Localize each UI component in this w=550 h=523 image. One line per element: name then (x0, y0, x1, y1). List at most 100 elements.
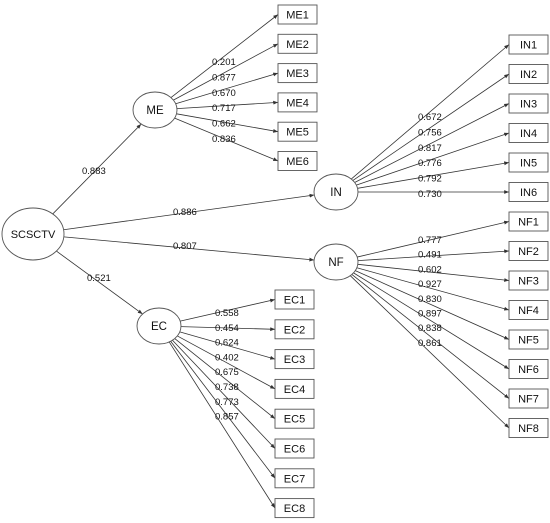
indicator-box-nf1: NF1 (508, 211, 549, 232)
indicator-rect (274, 498, 315, 519)
path-arrow-me (52, 123, 142, 215)
loading-value: 0.927 (418, 279, 442, 290)
indicator-box-nf6: NF6 (508, 359, 549, 379)
path-arrow-in (63, 193, 315, 231)
loading-value: 0.897 (418, 309, 442, 320)
loading-value: 0.776 (418, 158, 442, 169)
latent-ellipse (313, 173, 359, 211)
loading-arrow (353, 272, 510, 370)
latent-label: ME (146, 105, 164, 117)
loading-arrow (357, 161, 510, 189)
indicator-rect (277, 33, 318, 54)
indicator-label: NF2 (518, 246, 539, 258)
indicator-rect (508, 329, 549, 350)
indicator-box-nf4: NF4 (508, 300, 549, 320)
indicator-rect (274, 349, 315, 370)
latent-ellipse (132, 91, 178, 129)
indicator-box-ec1: EC1 (274, 289, 315, 310)
indicator-rect (508, 93, 549, 114)
path-coefficient-nf: 0.807 (173, 241, 197, 252)
indicator-rect (508, 152, 549, 173)
path-coefficient-me: 0.883 (82, 166, 106, 177)
indicator-label: NF7 (518, 394, 539, 406)
indicator-box-in2: IN2 (508, 64, 549, 84)
loading-value: 0.558 (215, 308, 239, 319)
indicator-label: EC2 (284, 324, 305, 336)
indicator-box-in1: IN1 (508, 34, 549, 55)
loading-arrow (179, 331, 276, 360)
indicator-label: IN1 (520, 40, 537, 52)
indicator-rect (277, 92, 318, 113)
loading-value: 0.491 (418, 250, 442, 261)
indicator-rect (274, 378, 315, 399)
loading-value: 0.675 (215, 367, 239, 378)
indicator-box-ec7: EC7 (274, 468, 315, 489)
indicator-box-ec8: EC8 (274, 498, 315, 519)
indicator-rect (508, 241, 549, 261)
indicator-label: NF3 (518, 276, 539, 288)
indicator-box-nf7: NF7 (508, 388, 549, 409)
loading-arrow (350, 44, 510, 180)
path-coefficient-ec: 0.521 (87, 273, 111, 284)
indicator-label: EC8 (284, 503, 305, 515)
indicator-label: IN3 (520, 99, 537, 111)
indicator-label: EC3 (284, 354, 305, 366)
indicator-label: ME5 (286, 127, 309, 139)
indicator-label: ME3 (286, 68, 309, 80)
latent-node-me: ME (132, 91, 178, 129)
loading-arrow (354, 103, 510, 183)
loading-value: 0.756 (418, 127, 442, 138)
indicator-rect (508, 359, 549, 379)
loading-value: 0.670 (212, 88, 236, 99)
indicator-box-me1: ME1 (277, 4, 318, 25)
loading-arrow (180, 326, 276, 332)
indicator-box-ec3: EC3 (274, 349, 315, 370)
root-node-scsctv: SCSCTV (1, 207, 65, 261)
root-ellipse (1, 207, 65, 261)
indicator-rect (274, 319, 315, 340)
loading-value: 0.730 (418, 189, 442, 200)
loading-value: 0.830 (418, 294, 442, 305)
loading-arrow (352, 73, 510, 181)
indicator-label: ME6 (286, 156, 309, 168)
loading-value: 0.836 (212, 134, 236, 145)
indicator-rect (274, 289, 315, 310)
indicator-box-me3: ME3 (277, 63, 318, 84)
indicator-box-me4: ME4 (277, 92, 318, 113)
loading-value: 0.777 (418, 235, 442, 246)
loading-arrow (174, 338, 276, 420)
loading-arrow (349, 275, 510, 429)
indicator-label: NF5 (518, 335, 539, 347)
loading-value: 0.624 (215, 338, 239, 349)
loading-arrow (175, 72, 279, 105)
loading-value: 0.717 (212, 103, 236, 114)
indicator-rect (508, 34, 549, 55)
indicator-label: EC5 (284, 414, 305, 426)
indicator-rect (277, 151, 318, 171)
loading-value: 0.817 (418, 143, 442, 154)
loading-arrow (176, 100, 279, 110)
loading-value: 0.877 (212, 72, 236, 83)
indicator-label: IN4 (520, 128, 537, 140)
indicator-box-ec5: EC5 (274, 408, 315, 429)
indicator-box-nf8: NF8 (508, 418, 549, 438)
latent-ellipse (136, 307, 182, 345)
loading-arrow (356, 132, 510, 186)
indicator-label: EC4 (284, 384, 305, 396)
indicator-rect (277, 121, 318, 142)
loading-arrow (357, 220, 510, 258)
path-coefficient-in: 0.886 (173, 207, 197, 218)
loading-arrow (170, 14, 279, 98)
path-arrow-nf (63, 236, 315, 262)
loading-arrow (174, 117, 279, 162)
indicator-label: NF6 (518, 364, 539, 376)
loading-arrow (356, 267, 510, 311)
indicator-rect (274, 438, 315, 459)
loading-arrow (168, 341, 276, 509)
latent-node-ec: EC (136, 307, 182, 345)
indicator-rect (277, 4, 318, 25)
indicator-label: ME2 (286, 39, 309, 51)
